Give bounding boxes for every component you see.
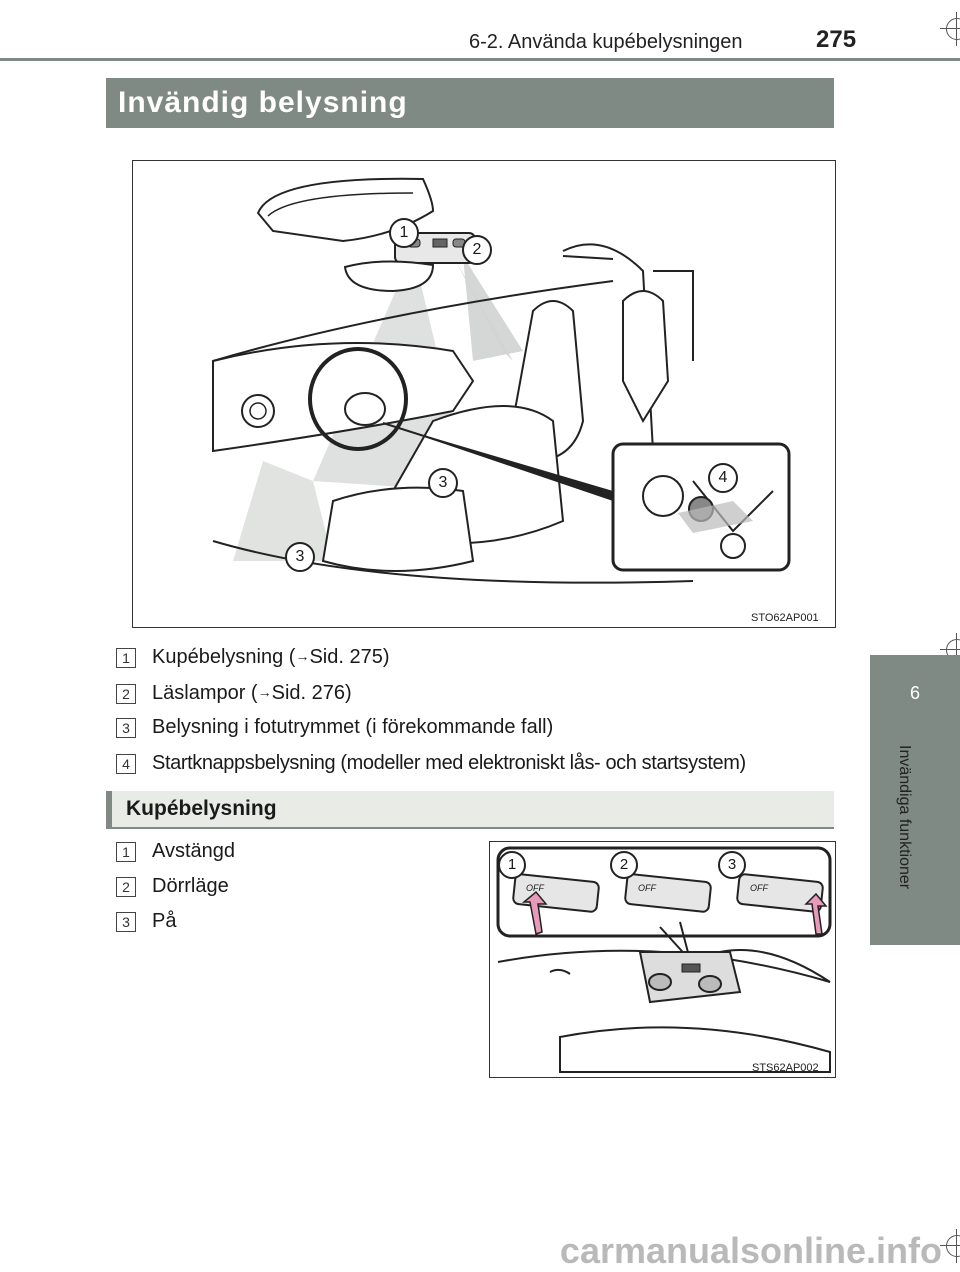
arrow-right-icon: →	[295, 648, 310, 664]
callout-1: 1	[498, 851, 526, 879]
arrow-right-icon: →	[257, 684, 272, 700]
item-number-badge: 4	[116, 754, 136, 774]
legend-text: Avstängd	[152, 840, 236, 862]
switch-off-label: OFF	[638, 883, 656, 893]
section-title: Invändig belysning	[106, 78, 834, 128]
switch-off-label: OFF	[750, 883, 768, 893]
item-number-badge: 3	[116, 912, 136, 932]
switch-off-label: OFF	[526, 883, 544, 893]
callout-4: 4	[708, 463, 738, 493]
legend-text: Belysning i fotutrymmet (i förekommande …	[152, 716, 554, 738]
watermark: carmanualsonline.info	[559, 1230, 942, 1271]
registration-mark-top-right	[940, 12, 960, 46]
chapter-number: 6	[909, 683, 920, 703]
figure-code: STS62AP002	[752, 1062, 819, 1074]
item-number-badge: 2	[116, 684, 136, 704]
legend-text: Startknappsbelysning (modeller med elekt…	[152, 752, 746, 774]
legend-text: Kupébelysning (→Sid. 275)	[152, 646, 390, 668]
interior-lights-illustration: 1 2 3 3 4 STO62AP001	[132, 160, 836, 628]
item-number-badge: 3	[116, 718, 136, 738]
header-rule	[0, 58, 960, 61]
callout-2: 2	[462, 235, 492, 265]
callout-3-lower: 3	[285, 542, 315, 572]
item-number-badge: 1	[116, 648, 136, 668]
page-number: 275	[816, 26, 857, 53]
car-interior-drawing	[212, 177, 791, 584]
chapter-tab: 6	[870, 655, 960, 945]
legend-text: På	[152, 910, 177, 932]
registration-mark-bottom-right	[940, 1229, 960, 1263]
legend-text: Läslampor (→Sid. 276)	[152, 682, 352, 704]
callout-3: 3	[718, 851, 746, 879]
switch-drawing	[496, 846, 832, 1073]
item-number-badge: 2	[116, 877, 136, 897]
item-number-badge: 1	[116, 842, 136, 862]
subsection-title: Kupébelysning	[106, 791, 834, 829]
callout-2: 2	[610, 851, 638, 879]
legend-text: Dörrläge	[152, 875, 229, 897]
interior-light-switch-illustration: 1 2 3 OFF OFF OFF STS62AP002	[489, 841, 836, 1078]
callout-1: 1	[389, 218, 419, 248]
callout-3-upper: 3	[428, 468, 458, 498]
running-header: 6-2. Använda kupébelysningen	[469, 31, 743, 53]
figure-code: STO62AP001	[751, 612, 819, 624]
chapter-title: Invändiga funktioner	[896, 745, 913, 890]
